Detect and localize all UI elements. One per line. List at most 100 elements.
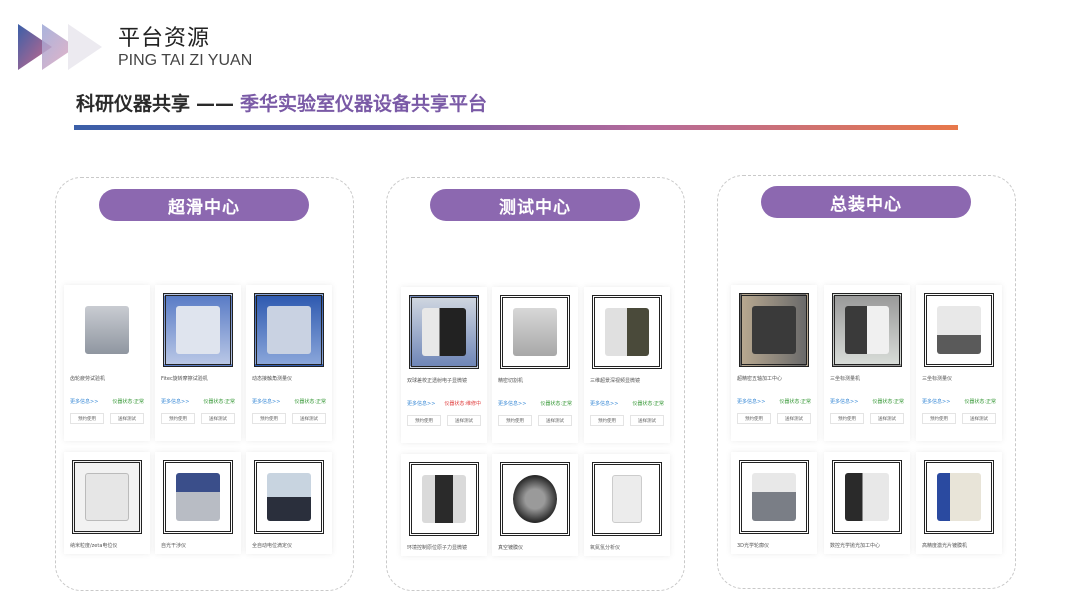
instrument-card[interactable]: 自光干涉仪 bbox=[155, 452, 241, 554]
more-info-link[interactable]: 更多信息>> bbox=[70, 399, 99, 405]
more-info-link[interactable]: 更多信息>> bbox=[498, 401, 527, 407]
instrument-card[interactable]: 真空镀膜仪 bbox=[492, 454, 578, 556]
instrument-status: 仪器状态:正常 bbox=[112, 399, 144, 405]
section-heading: 科研仪器共享——季华实验室仪器设备共享平台 bbox=[76, 89, 487, 116]
gas-analyzer-icon bbox=[592, 462, 662, 536]
instrument-status: 仪器状态:正常 bbox=[964, 399, 996, 405]
instrument-name: 三坐标测量仪 bbox=[922, 376, 953, 382]
instrument-name: Fitec旋转摩擦试验机 bbox=[161, 376, 208, 382]
instrument-status: 仪器状态:正常 bbox=[632, 401, 664, 407]
instrument-card[interactable]: 三坐标测量仪 更多信息>> 仪器状态:正常 预约使用 送样测试 bbox=[916, 285, 1002, 441]
more-info-link[interactable]: 更多信息>> bbox=[161, 399, 190, 405]
laser-coater-icon bbox=[924, 460, 994, 534]
sample-test-button[interactable]: 送样测试 bbox=[870, 413, 904, 424]
reserve-button[interactable]: 预约使用 bbox=[252, 413, 286, 424]
section-heading-left: 科研仪器共享 bbox=[76, 93, 191, 115]
more-info-link[interactable]: 更多信息>> bbox=[590, 401, 619, 407]
sample-test-button[interactable]: 送样测试 bbox=[292, 413, 326, 424]
interferometer-icon bbox=[163, 460, 233, 534]
instrument-name: 纳米粒度/zeta电位仪 bbox=[70, 543, 118, 549]
more-info-link[interactable]: 更多信息>> bbox=[407, 401, 436, 407]
panel-title-testing: 测试中心 bbox=[430, 189, 640, 221]
cmm-icon bbox=[832, 293, 902, 367]
afm-icon bbox=[409, 462, 479, 536]
reserve-button[interactable]: 预约使用 bbox=[161, 413, 195, 424]
machining-center-icon bbox=[739, 293, 809, 367]
instrument-card[interactable]: 数控光学抛光加工中心 bbox=[824, 452, 910, 554]
panel-title-assembly: 总装中心 bbox=[761, 186, 971, 218]
section-heading-right: 季华实验室仪器设备共享平台 bbox=[240, 93, 488, 115]
sample-test-button[interactable]: 送样测试 bbox=[538, 415, 572, 426]
instrument-status: 仪器状态:正常 bbox=[779, 399, 811, 405]
section-heading-dash: —— bbox=[196, 93, 235, 115]
more-info-link[interactable]: 更多信息>> bbox=[737, 399, 766, 405]
instrument-card[interactable]: 高精度激光片镀膜机 bbox=[916, 452, 1002, 554]
reserve-button[interactable]: 预约使用 bbox=[590, 415, 624, 426]
triple-arrow-logo-icon bbox=[18, 24, 102, 70]
reserve-button[interactable]: 预约使用 bbox=[737, 413, 771, 424]
more-info-link[interactable]: 更多信息>> bbox=[830, 399, 859, 405]
instrument-status: 仪器状态:正常 bbox=[203, 399, 235, 405]
reserve-button[interactable]: 预约使用 bbox=[407, 415, 441, 426]
sample-test-button[interactable]: 送样测试 bbox=[447, 415, 481, 426]
particle-analyzer-icon bbox=[72, 460, 142, 534]
instrument-name: 精密切割机 bbox=[498, 378, 524, 384]
instrument-name: 环境控制原位原子力显微镜 bbox=[407, 545, 468, 551]
instrument-card[interactable]: 精密切割机 更多信息>> 仪器状态:正常 预约使用 送样测试 bbox=[492, 287, 578, 443]
instrument-name: 三坐标测量机 bbox=[830, 376, 861, 382]
instrument-status: 仪器状态:正常 bbox=[540, 401, 572, 407]
instrument-card[interactable]: 动态接触角测量仪 更多信息>> 仪器状态:正常 预约使用 送样测试 bbox=[246, 285, 332, 441]
instrument-name: 三维超景深视频显微镜 bbox=[590, 378, 641, 384]
instrument-name: 双球差校正透射电子显微镜 bbox=[407, 378, 468, 384]
instrument-card[interactable]: 全自动电位滴定仪 bbox=[246, 452, 332, 554]
instrument-card[interactable]: 氧氮氢分析仪 bbox=[584, 454, 670, 556]
sample-test-button[interactable]: 送样测试 bbox=[777, 413, 811, 424]
instrument-name: 氧氮氢分析仪 bbox=[590, 545, 621, 551]
instrument-name: 齿轮疲劳试验机 bbox=[70, 376, 106, 382]
instrument-card[interactable]: 超精密五轴加工中心 更多信息>> 仪器状态:正常 预约使用 送样测试 bbox=[731, 285, 817, 441]
electron-microscope-icon bbox=[409, 295, 479, 369]
sample-test-button[interactable]: 送样测试 bbox=[962, 413, 996, 424]
test-rig-icon bbox=[72, 293, 142, 367]
instrument-card[interactable]: 纳米粒度/zeta电位仪 bbox=[64, 452, 150, 554]
instrument-name: 全自动电位滴定仪 bbox=[252, 543, 293, 549]
instrument-status: 仪器状态:正常 bbox=[872, 399, 904, 405]
vacuum-coater-icon bbox=[500, 462, 570, 536]
instrument-card[interactable]: 双球差校正透射电子显微镜 更多信息>> 仪器状态:维修中 预约使用 送样测试 bbox=[401, 287, 487, 443]
page-title: 平台资源 bbox=[118, 26, 211, 51]
reserve-button[interactable]: 预约使用 bbox=[498, 415, 532, 426]
instrument-name: 超精密五轴加工中心 bbox=[737, 376, 783, 382]
instrument-name: 数控光学抛光加工中心 bbox=[830, 543, 881, 549]
reserve-button[interactable]: 预约使用 bbox=[922, 413, 956, 424]
reserve-button[interactable]: 预约使用 bbox=[830, 413, 864, 424]
panel-title-superlubricity: 超滑中心 bbox=[99, 189, 309, 221]
sample-test-button[interactable]: 送样测试 bbox=[201, 413, 235, 424]
cmm-gantry-icon bbox=[924, 293, 994, 367]
instrument-card[interactable]: 环境控制原位原子力显微镜 bbox=[401, 454, 487, 556]
cutting-machine-icon bbox=[500, 295, 570, 369]
instrument-name: 自光干涉仪 bbox=[161, 543, 187, 549]
instrument-card[interactable]: Fitec旋转摩擦试验机 更多信息>> 仪器状态:正常 预约使用 送样测试 bbox=[155, 285, 241, 441]
instrument-status: 仪器状态:维修中 bbox=[444, 401, 481, 407]
sample-test-button[interactable]: 送样测试 bbox=[630, 415, 664, 426]
optical-profiler-icon bbox=[739, 460, 809, 534]
gradient-divider bbox=[74, 125, 958, 130]
contact-angle-icon bbox=[254, 293, 324, 367]
instrument-card[interactable]: 三维超景深视频显微镜 更多信息>> 仪器状态:正常 预约使用 送样测试 bbox=[584, 287, 670, 443]
reserve-button[interactable]: 预约使用 bbox=[70, 413, 104, 424]
instrument-name: 真空镀膜仪 bbox=[498, 545, 524, 551]
more-info-link[interactable]: 更多信息>> bbox=[252, 399, 281, 405]
friction-tester-icon bbox=[163, 293, 233, 367]
instrument-name: 动态接触角测量仪 bbox=[252, 376, 293, 382]
page-title-pinyin: PING TAI ZI YUAN bbox=[118, 52, 253, 69]
titrator-icon bbox=[254, 460, 324, 534]
instrument-status: 仪器状态:正常 bbox=[294, 399, 326, 405]
instrument-card[interactable]: 3D光学轮廓仪 bbox=[731, 452, 817, 554]
video-microscope-icon bbox=[592, 295, 662, 369]
sample-test-button[interactable]: 送样测试 bbox=[110, 413, 144, 424]
instrument-name: 3D光学轮廓仪 bbox=[737, 543, 770, 549]
instrument-card[interactable]: 三坐标测量机 更多信息>> 仪器状态:正常 预约使用 送样测试 bbox=[824, 285, 910, 441]
instrument-card[interactable]: 齿轮疲劳试验机 更多信息>> 仪器状态:正常 预约使用 送样测试 bbox=[64, 285, 150, 441]
polishing-center-icon bbox=[832, 460, 902, 534]
more-info-link[interactable]: 更多信息>> bbox=[922, 399, 951, 405]
